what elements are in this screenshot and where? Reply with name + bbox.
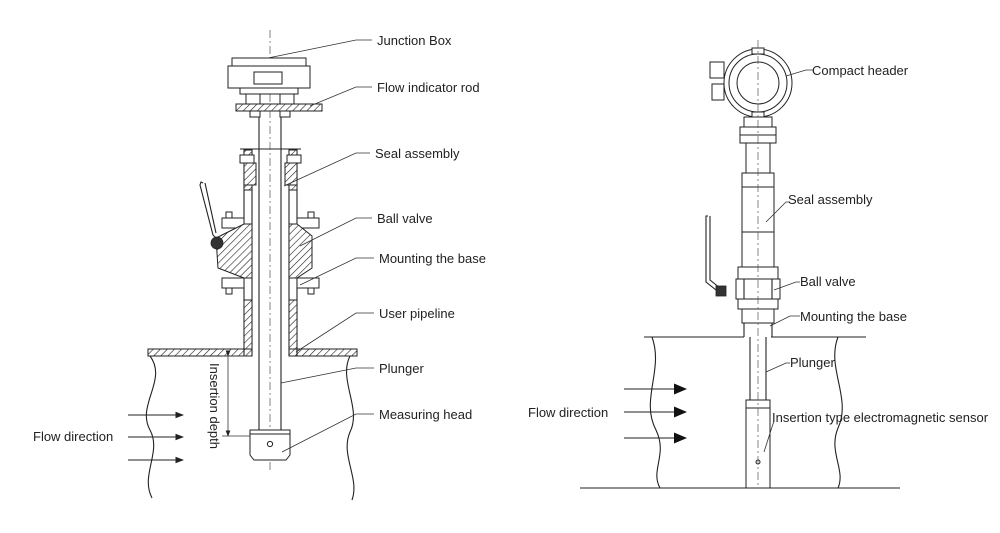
left-flow-arrows bbox=[128, 411, 185, 464]
left-flow-indicator-flange bbox=[235, 93, 323, 118]
left-mounting-base-label: Mounting the base bbox=[379, 251, 486, 266]
right-compact-header-label: Compact header bbox=[812, 63, 909, 78]
right-leader-lines bbox=[763, 69, 814, 453]
left-flow-direction-label: Flow direction bbox=[33, 429, 113, 444]
right-mounting-base-label: Mounting the base bbox=[800, 309, 907, 324]
left-user-pipeline-label: User pipeline bbox=[379, 306, 455, 321]
right-plunger-label: Plunger bbox=[790, 355, 835, 370]
left-seal-assembly bbox=[239, 154, 302, 186]
right-seal-assembly-label: Seal assembly bbox=[788, 192, 873, 207]
left-junction-box-label: Junction Box bbox=[377, 33, 452, 48]
left-ball-valve-label: Ball valve bbox=[377, 211, 433, 226]
left-measuring-head bbox=[249, 429, 291, 461]
left-plunger-rod bbox=[258, 30, 282, 470]
right-pipe bbox=[580, 336, 900, 489]
left-measuring-head-label: Measuring head bbox=[379, 407, 472, 422]
left-plunger-label: Plunger bbox=[379, 361, 424, 376]
left-insertion-flowmeter-drawing: Insertion depth Junction Box Flow indica… bbox=[33, 30, 486, 501]
left-pipe-wall bbox=[145, 348, 358, 501]
left-insertion-depth-dimension: Insertion depth bbox=[207, 350, 250, 449]
right-ball-valve-label: Ball valve bbox=[800, 274, 856, 289]
left-leader-lines bbox=[267, 39, 374, 453]
left-flow-indicator-rod-label: Flow indicator rod bbox=[377, 80, 480, 95]
right-flow-arrows bbox=[624, 383, 688, 444]
left-ball-valve bbox=[199, 181, 320, 295]
right-flow-direction-label: Flow direction bbox=[528, 405, 608, 420]
left-seal-assembly-label: Seal assembly bbox=[375, 146, 460, 161]
left-insertion-depth-label: Insertion depth bbox=[207, 363, 222, 449]
right-compact-header bbox=[709, 47, 793, 144]
right-compact-flowmeter-drawing: Compact header Seal assembly Ball valve … bbox=[528, 40, 989, 489]
left-junction-box bbox=[227, 57, 311, 95]
right-plunger-sensor bbox=[745, 40, 771, 489]
right-sensor-label: Insertion type electromagnetic sensor bbox=[772, 410, 989, 425]
